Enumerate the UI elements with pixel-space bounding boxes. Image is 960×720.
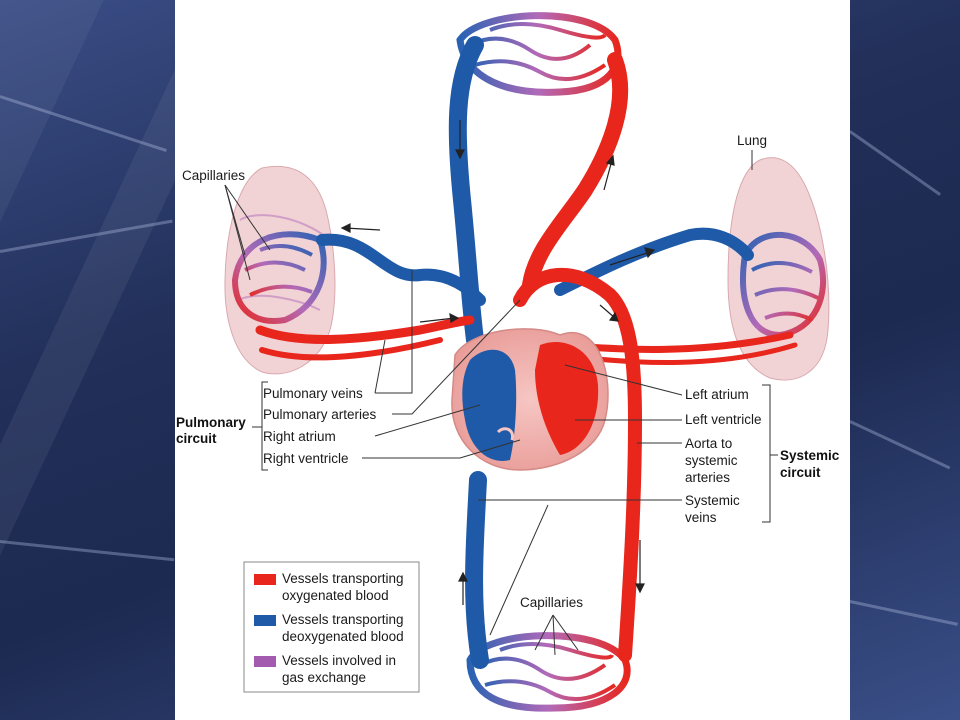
label-right-ventricle: Right ventricle bbox=[263, 451, 349, 466]
label-pulmonary-veins: Pulmonary veins bbox=[263, 386, 363, 401]
bottom-capillary-bed bbox=[466, 632, 631, 712]
legend-gas-exchange-line1: Vessels involved in bbox=[282, 653, 396, 668]
label-capillaries-lung: Capillaries bbox=[182, 168, 245, 183]
label-left-ventricle: Left ventricle bbox=[685, 412, 762, 427]
legend-deoxygenated-line2: deoxygenated blood bbox=[282, 629, 404, 644]
top-capillary-bed bbox=[456, 12, 622, 96]
legend-swatch-oxygenated bbox=[254, 574, 276, 585]
label-systemic-circuit-line2: circuit bbox=[780, 465, 821, 480]
legend-swatch-deoxygenated bbox=[254, 615, 276, 626]
label-systemic-veins-line2: veins bbox=[685, 510, 717, 525]
label-pulmonary-circuit: Pulmonary bbox=[176, 415, 246, 430]
label-capillaries-systemic: Capillaries bbox=[520, 595, 583, 610]
legend-gas-exchange-line2: gas exchange bbox=[282, 670, 366, 685]
label-aorta: Aorta to bbox=[685, 436, 732, 451]
label-right-atrium: Right atrium bbox=[263, 429, 336, 444]
legend-oxygenated-line1: Vessels transporting bbox=[282, 571, 404, 586]
label-aorta-line2: systemic bbox=[685, 453, 738, 468]
right-lung-capillaries bbox=[740, 231, 827, 339]
label-left-atrium: Left atrium bbox=[685, 387, 749, 402]
left-lung bbox=[224, 165, 336, 375]
label-systemic-veins: Systemic bbox=[685, 493, 740, 508]
legend-swatch-gas-exchange bbox=[254, 656, 276, 667]
label-pulmonary-circuit-line2: circuit bbox=[176, 431, 217, 446]
legend-oxygenated-line2: oxygenated blood bbox=[282, 588, 389, 603]
legend-deoxygenated-line1: Vessels transporting bbox=[282, 612, 404, 627]
left-lung-capillaries bbox=[231, 231, 327, 324]
label-aorta-line3: arteries bbox=[685, 470, 730, 485]
flow-arrows bbox=[340, 120, 656, 605]
label-pulmonary-arteries: Pulmonary arteries bbox=[263, 407, 377, 422]
label-systemic-circuit: Systemic bbox=[780, 448, 840, 463]
label-lung: Lung bbox=[737, 133, 767, 148]
leader-lines bbox=[224, 150, 778, 656]
legend: Vessels transporting oxygenated blood Ve… bbox=[243, 561, 420, 693]
heart bbox=[451, 328, 609, 471]
deoxygenated-vessels bbox=[316, 36, 754, 669]
